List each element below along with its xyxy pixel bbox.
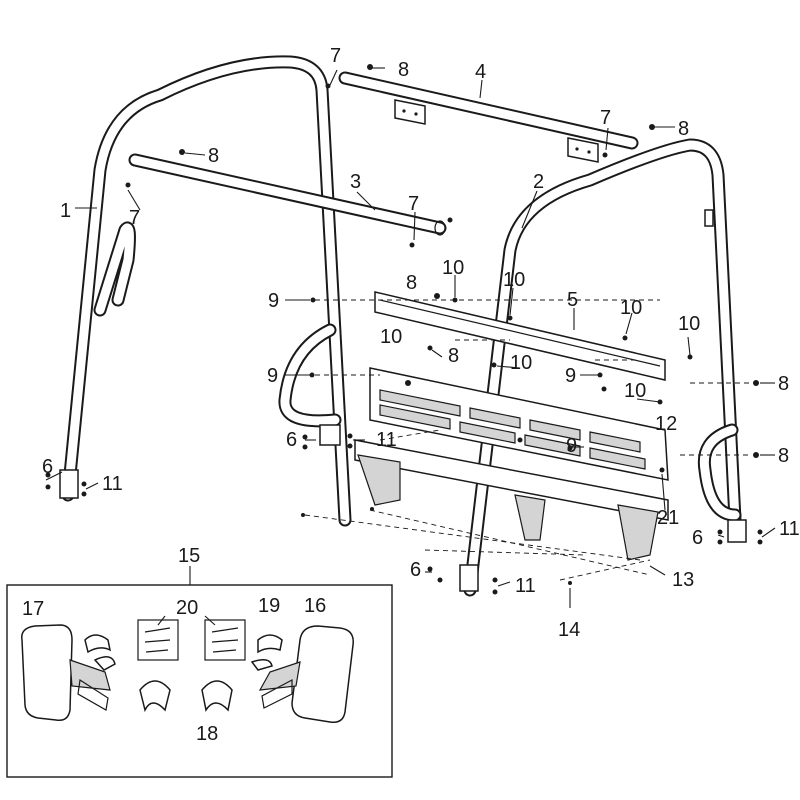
callout-10f: 10 [510,352,532,374]
callout-18: 18 [196,723,218,745]
callout-7b: 7 [600,107,611,129]
hardware-bag-part-20 [137,615,246,661]
callout-6b: 6 [286,429,297,451]
callout-19: 19 [258,595,280,617]
callout-6d: 6 [692,527,703,549]
callout-8g: 8 [778,445,789,467]
callout-8c: 8 [208,145,219,167]
cross-bar-part-3 [128,153,447,236]
leader-lines [45,67,776,608]
callout-8a: 8 [398,59,409,81]
cushion-part-16 [258,625,354,724]
callout-11a: 11 [102,473,123,495]
callout-10d: 10 [678,313,700,335]
callout-9d: 9 [566,435,577,457]
callout-7c: 7 [408,193,419,215]
callout-8f: 8 [778,373,789,395]
cross-bar-part-4 [338,71,639,163]
callout-3: 3 [350,171,361,193]
callout-16: 16 [304,595,326,617]
callout-9a: 9 [268,290,279,312]
callout-21: 21 [657,507,679,529]
callout-7a: 7 [330,45,341,67]
callout-17: 17 [22,598,44,620]
callout-10b: 10 [503,269,525,291]
callout-8d: 8 [406,272,417,294]
callout-labels: 1 2 3 4 5 6 6 6 6 7 7 7 7 8 8 8 8 8 8 8 … [22,45,800,745]
callout-20: 20 [176,597,198,619]
callout-10a: 10 [442,257,464,279]
callout-9c: 9 [565,365,576,387]
callout-4: 4 [475,61,486,83]
rear-panel-part-5 [374,291,666,381]
fasteners [45,64,763,595]
clamp-parts-18-19 [84,634,283,713]
inset-seat-cushion-kit [6,566,393,778]
callout-6a: 6 [42,456,53,478]
callout-7d: 7 [129,207,140,229]
callout-6c: 6 [410,559,421,581]
callout-11c: 11 [515,575,536,597]
assembly-lines [304,299,760,581]
cushion-part-17 [21,624,111,722]
callout-9b: 9 [267,365,278,387]
callout-11d: 11 [779,518,800,540]
left-roll-bar-part-1 [59,55,352,527]
callout-1: 1 [60,200,71,222]
lower-panel-part-21 [354,439,669,561]
callout-5: 5 [567,289,578,311]
callout-10g: 10 [624,380,646,402]
right-roll-bar-part-2 [459,138,747,597]
callout-15: 15 [178,545,200,567]
callout-10c: 10 [620,297,642,319]
callout-12: 12 [655,413,677,435]
callout-14: 14 [558,619,580,641]
callout-8e: 8 [448,345,459,367]
callout-8b: 8 [678,118,689,140]
callout-11b: 11 [376,429,397,451]
rear-screen-panel-part-12 [369,367,669,481]
callout-10e: 10 [380,326,402,348]
callout-2: 2 [533,171,544,193]
callout-13: 13 [672,569,694,591]
